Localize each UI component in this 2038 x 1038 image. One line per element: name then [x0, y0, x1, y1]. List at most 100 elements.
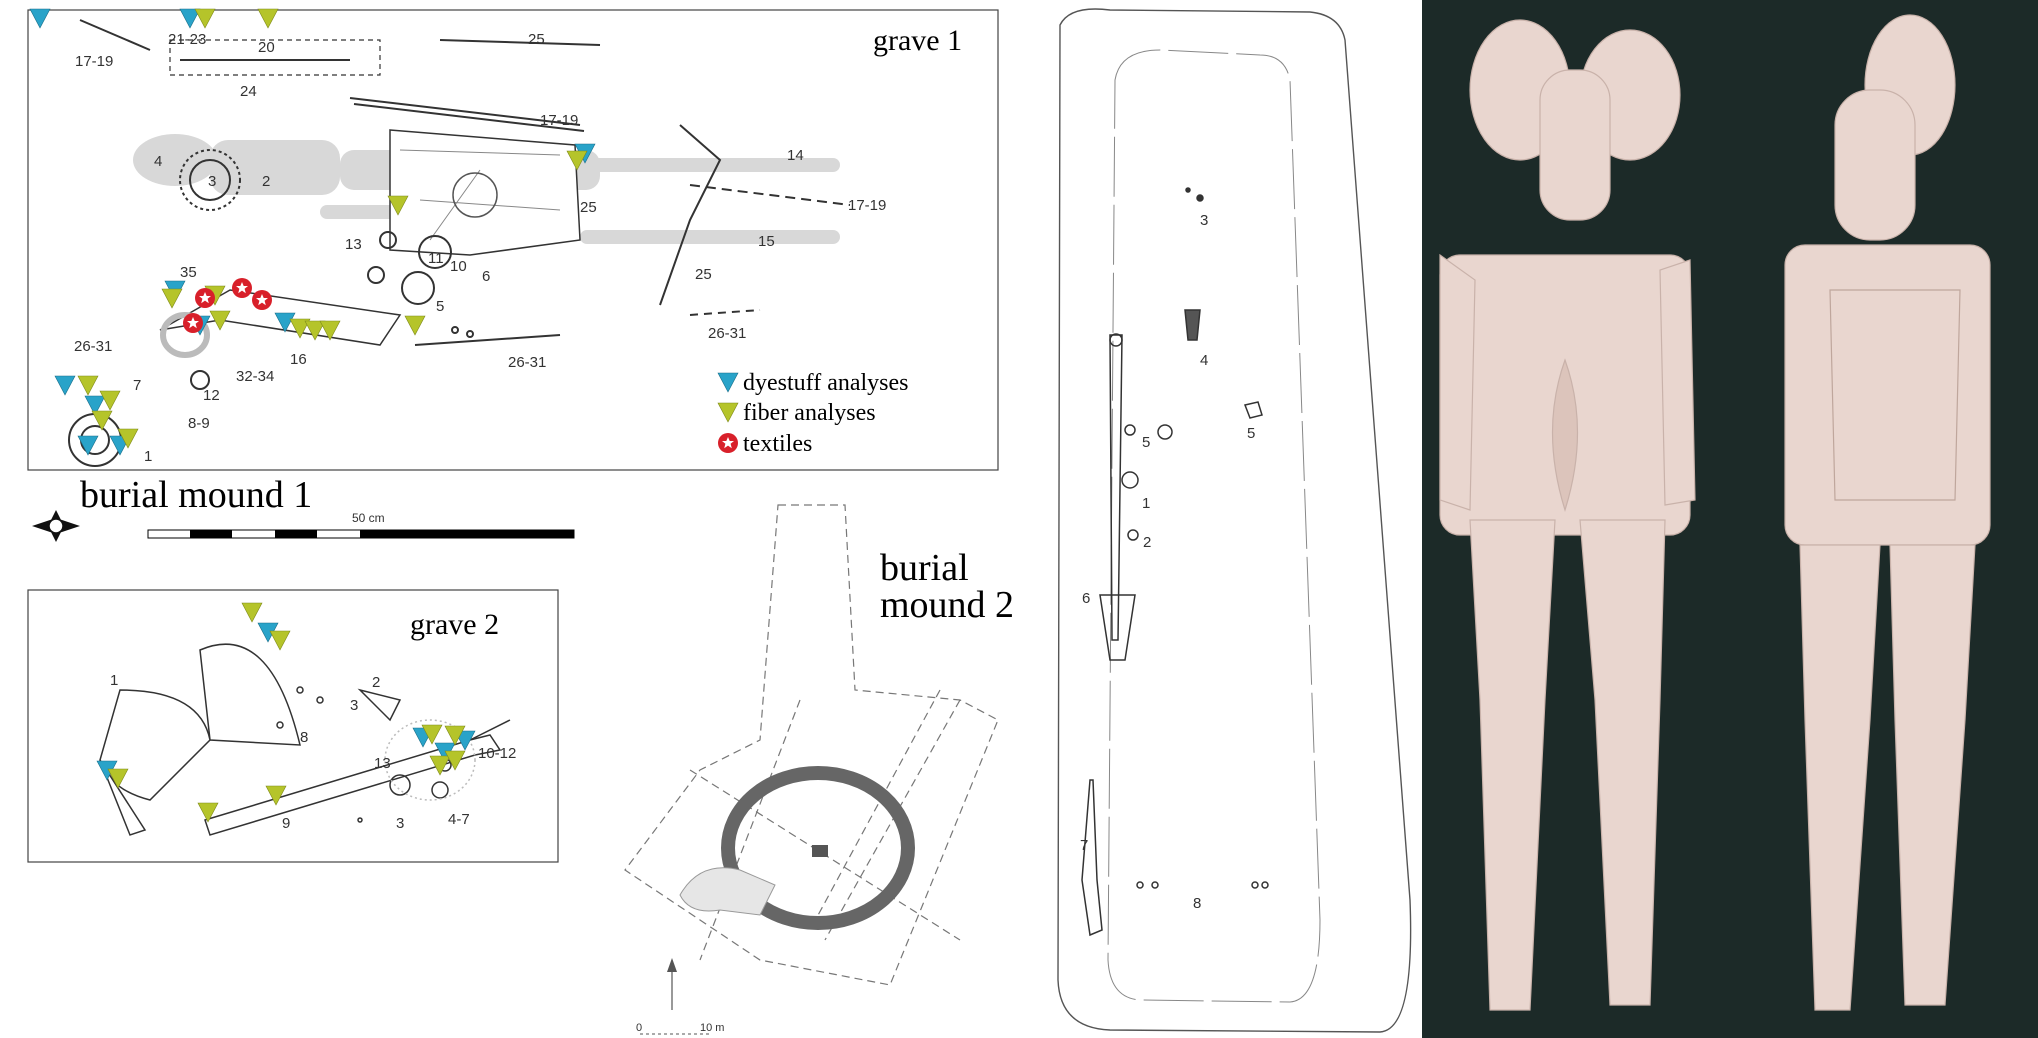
grave-2-label: 3: [396, 815, 404, 832]
grave-1-weapons: [79, 19, 851, 346]
statue-photo: [1422, 0, 2038, 1038]
grave-2-label: 2: [372, 674, 380, 691]
grave-1-rings: [68, 149, 474, 467]
grave-1-label: 14: [787, 147, 804, 164]
textile-marker: [183, 313, 203, 333]
grave-1-frame: [27, 9, 999, 471]
statue-plan-labels: 3 4 5 5 1 2 6 7 8: [1080, 212, 1255, 912]
grave-1-label: 6: [482, 268, 490, 285]
mound-1-header: burial mound 1 50 cm: [32, 474, 575, 542]
legend-fiber-label: fiber analyses: [743, 400, 876, 426]
statue-back-view: [1784, 14, 1991, 1011]
grave-1-label: 2: [262, 173, 270, 190]
fiber-marker: [161, 288, 183, 309]
grave-1-label: 25: [695, 266, 712, 283]
grave-2-panel: grave 2 1 2 8 13 10-12 3 4-7 9 3: [27, 589, 559, 863]
grave-1-label: 21-23: [168, 31, 206, 48]
dyestuff-marker: [77, 435, 99, 456]
grave-2-label: 3: [350, 697, 358, 714]
grave-1-title: grave 1: [873, 24, 962, 57]
legend-textiles-icon: [718, 433, 738, 453]
statue-plan-label: 6: [1082, 590, 1090, 607]
mound-1-title: burial mound 1: [80, 474, 312, 516]
grave-2-label: 13: [374, 755, 391, 772]
grave-1-label: 17-19: [75, 53, 113, 70]
grave-1-label: 7: [133, 377, 141, 394]
north-arrow-icon: [667, 958, 677, 1010]
dyestuff-marker: [29, 8, 51, 29]
fiber-marker: [429, 755, 451, 776]
grave-2-label: 9: [282, 815, 290, 832]
grave-1-label: 20: [258, 39, 275, 56]
grave-1-label: 3: [208, 173, 216, 190]
fiber-marker: [91, 410, 113, 431]
mound-2-scale-end: 10 m: [700, 1022, 724, 1034]
statue-front-view: [1439, 19, 1696, 1011]
grave-1-label: 5: [436, 298, 444, 315]
grave-2-objects: [204, 686, 511, 836]
grave-1-label: 32-34: [236, 368, 274, 385]
mound-2-scale: 0 10 m: [636, 1022, 724, 1035]
statue-plan-label: 4: [1200, 352, 1208, 369]
mound-2-scale-start: 0: [636, 1022, 642, 1034]
grave-1-label: 13: [345, 236, 362, 253]
legend: dyestuff analyses fiber analyses textile…: [717, 370, 909, 457]
scale-bar: 50 cm: [147, 511, 575, 539]
fiber-marker: [319, 320, 341, 341]
textile-marker: [232, 278, 252, 298]
fiber-marker: [265, 785, 287, 806]
mound-2-title-line2: mound 2: [880, 584, 1014, 626]
fiber-marker: [99, 390, 121, 411]
grave-1-label: 12: [203, 387, 220, 404]
grave-1-label: 17-19: [848, 197, 886, 214]
textile-markers: [183, 278, 272, 333]
grave-1-labels: 17-19 21-23 20 24 25 17-19 14 4 3 2 25 1…: [74, 31, 886, 465]
fiber-marker: [197, 802, 219, 823]
fiber-marker: [269, 630, 291, 651]
statue-plan-label: 8: [1193, 895, 1201, 912]
legend-fiber-icon: [717, 402, 739, 423]
grave-1-shield: [389, 129, 581, 256]
grave-1-label: 35: [180, 264, 197, 281]
statue-plan-inner-outline: [1107, 49, 1321, 1003]
statue-plan-label: 3: [1200, 212, 1208, 229]
statue-plan-label: 2: [1143, 534, 1151, 551]
statue-plan-label: 5: [1142, 434, 1150, 451]
statue-plan-objects: [1081, 187, 1269, 937]
legend-dyestuff-icon: [717, 372, 739, 393]
grave-1-label: 25: [580, 199, 597, 216]
scale-bar-label: 50 cm: [352, 511, 385, 525]
grave-1-panel: grave 1: [27, 8, 999, 471]
grave-2-labels: 1 2 8 13 10-12 3 4-7 9 3: [110, 672, 516, 832]
grave-1-label: 4: [154, 153, 162, 170]
statue-plan: 3 4 5 5 1 2 6 7 8: [1057, 8, 1412, 1033]
statue-plan-label: 7: [1080, 837, 1088, 854]
grave-1-label: 16: [290, 351, 307, 368]
grave-1-label: 26-31: [74, 338, 112, 355]
grave-1-label: 24: [240, 83, 257, 100]
grave-1-label: 8-9: [188, 415, 210, 432]
grave-2-title: grave 2: [410, 608, 499, 641]
legend-textiles-label: textiles: [743, 431, 812, 457]
grave-1-label: 15: [758, 233, 775, 250]
grave-2-label: 8: [300, 729, 308, 746]
statue-plan-label: 5: [1247, 425, 1255, 442]
fiber-marker: [404, 315, 426, 336]
grave-2-label: 4-7: [448, 811, 470, 828]
statue-plan-label: 1: [1142, 495, 1150, 512]
fiber-marker: [77, 375, 99, 396]
grave-1-label: 26-31: [708, 325, 746, 342]
grave-2-frame: [27, 589, 559, 863]
grave-1-label: 26-31: [508, 354, 546, 371]
grave-2-label: 10-12: [478, 745, 516, 762]
fiber-marker: [241, 602, 263, 623]
textile-marker: [252, 290, 272, 310]
fiber-marker: [257, 8, 279, 29]
dyestuff-marker: [54, 375, 76, 396]
mound-2-plan: burial mound 2 0 10 m: [624, 504, 1014, 1035]
mound-2-title-line1: burial: [880, 547, 969, 589]
textile-marker: [195, 288, 215, 308]
grave-1-label: 10: [450, 258, 467, 275]
legend-dyestuff-label: dyestuff analyses: [743, 370, 909, 396]
